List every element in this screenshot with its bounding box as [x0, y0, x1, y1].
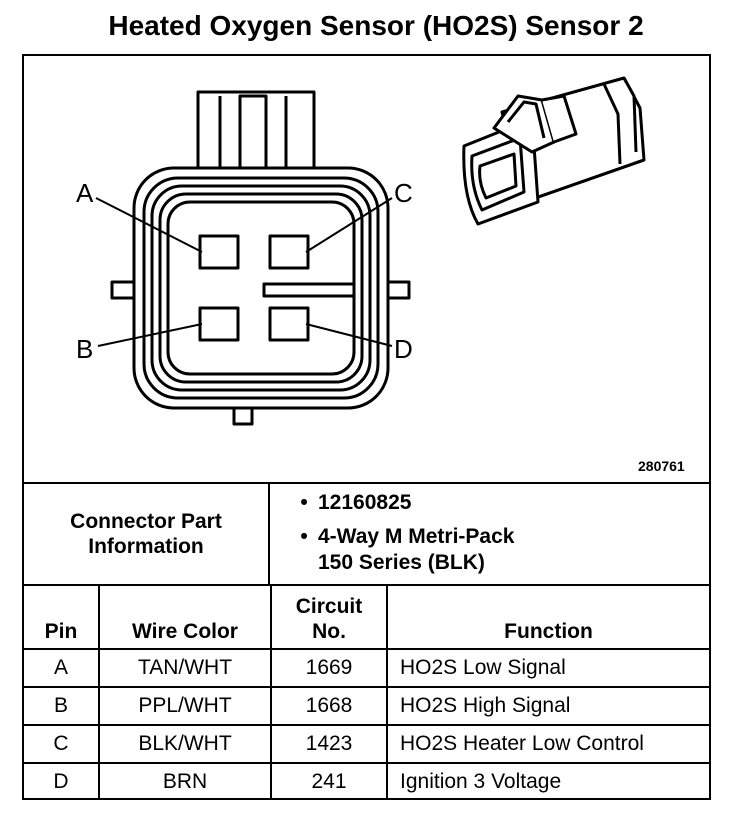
- connector-latch: [196, 90, 316, 176]
- leader-line-b: [97, 323, 203, 347]
- table-divider: [22, 724, 711, 726]
- connector-tab-left: [110, 280, 136, 300]
- pin-label-a: A: [76, 178, 94, 208]
- row-c-pin: C: [53, 732, 69, 756]
- connector-diagram: A B C D: [76, 76, 646, 426]
- row-a-function: HO2S Low Signal: [400, 656, 566, 680]
- row-a-circuit: 1669: [305, 656, 353, 680]
- table-divider: [22, 686, 711, 688]
- row-c-function: HO2S Heater Low Control: [400, 732, 644, 756]
- row-c-wire-color: BLK/WHT: [138, 732, 232, 756]
- table-divider: [22, 648, 711, 650]
- row-d-pin: D: [53, 770, 69, 794]
- row-b-wire-color: PPL/WHT: [138, 694, 232, 718]
- table-divider: [98, 584, 100, 800]
- row-b-circuit: 1668: [305, 694, 353, 718]
- row-a-wire-color: TAN/WHT: [137, 656, 233, 680]
- row-d-circuit: 241: [311, 770, 347, 794]
- table-divider: [268, 482, 270, 586]
- terminal-a: [198, 234, 240, 270]
- row-d-function: Ignition 3 Voltage: [400, 770, 562, 794]
- connector-info-item: •4-Way M Metri-Pack 150 Series (BLK): [300, 525, 515, 574]
- pin-label-b: B: [76, 334, 93, 364]
- connector-info-label: Connector Part Information: [70, 509, 222, 558]
- row-b-pin: B: [53, 694, 68, 718]
- leader-line-c: [305, 197, 393, 253]
- table-divider: [22, 762, 711, 764]
- header-function: Function: [504, 619, 593, 643]
- row-b-function: HO2S High Signal: [400, 694, 571, 718]
- leader-line-a: [95, 197, 203, 253]
- diagram-frame: [22, 54, 711, 800]
- header-wire-color: Wire Color: [132, 619, 238, 643]
- pin-label-d: D: [394, 334, 413, 364]
- table-divider: [22, 482, 711, 484]
- page-title: Heated Oxygen Sensor (HO2S) Sensor 2: [108, 10, 644, 41]
- pin-label-c: C: [394, 178, 413, 208]
- row-d-wire-color: BRN: [162, 770, 208, 794]
- connector-isometric-view: [462, 76, 646, 226]
- connector-key-slot: [262, 282, 356, 298]
- header-pin: Pin: [44, 619, 78, 643]
- connector-body: [132, 166, 390, 410]
- connector-info-list: •12160825 •4-Way M Metri-Pack 150 Series…: [290, 490, 700, 584]
- terminal-c: [268, 234, 310, 270]
- figure-id: 280761: [638, 458, 685, 474]
- leader-line-d: [305, 323, 393, 347]
- table-divider: [386, 584, 388, 800]
- table-divider: [270, 584, 272, 800]
- terminal-d: [268, 306, 310, 342]
- connector-info-item: •12160825: [300, 491, 412, 514]
- row-a-pin: A: [53, 656, 68, 680]
- row-c-circuit: 1423: [305, 732, 353, 756]
- connector-tab-right: [385, 280, 411, 300]
- table-divider: [22, 584, 711, 586]
- terminal-b: [198, 306, 240, 342]
- header-circuit-no: Circuit No.: [295, 594, 363, 643]
